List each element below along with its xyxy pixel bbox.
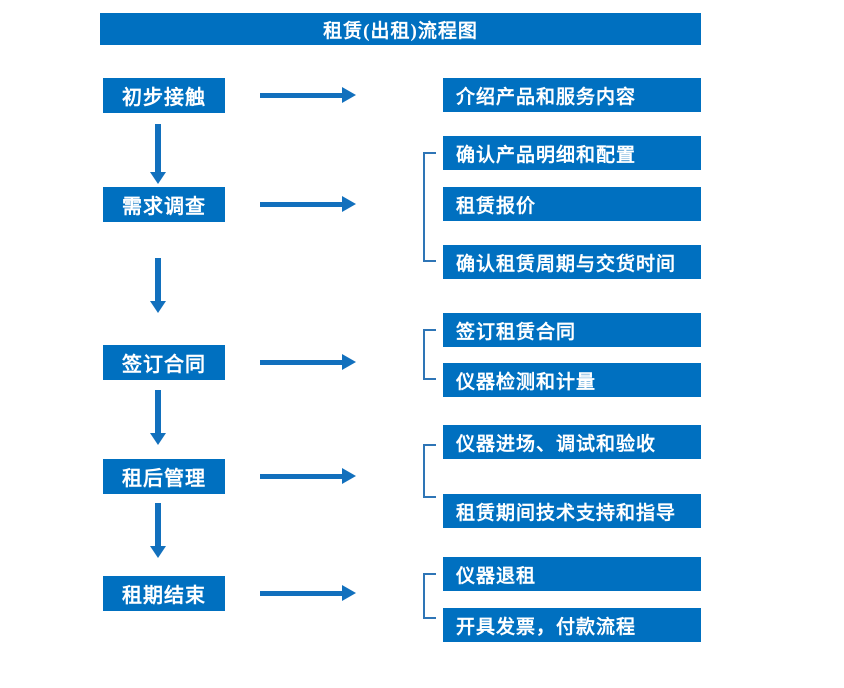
group-bracket-sign-contract [423, 329, 436, 380]
right-arrow-shaft [260, 474, 342, 479]
down-arrow-shaft [155, 124, 161, 172]
step-box-sign-contract: 签订合同 [103, 345, 225, 380]
group-bracket-post-rental [423, 444, 436, 498]
group-bracket-lease-end [423, 573, 436, 619]
down-arrow-shaft [155, 390, 161, 433]
right-arrow-shaft [260, 202, 342, 207]
detail-box-intro-products: 介绍产品和服务内容 [443, 78, 701, 112]
down-arrow-icon [150, 546, 166, 558]
detail-box-instrument-return: 仪器退租 [443, 557, 701, 591]
right-arrow-icon [342, 468, 356, 484]
right-arrow-shaft [260, 93, 342, 98]
step-box-demand-survey: 需求调查 [103, 187, 225, 222]
step-box-post-rental-mgmt: 租后管理 [103, 459, 225, 494]
down-arrow-icon [150, 172, 166, 184]
down-arrow-shaft [155, 503, 161, 546]
right-arrow-icon [342, 585, 356, 601]
detail-box-confirm-config: 确认产品明细和配置 [443, 136, 701, 170]
down-arrow-icon [150, 301, 166, 313]
detail-box-invoice-payment: 开具发票，付款流程 [443, 608, 701, 642]
detail-box-instrument-testing: 仪器检测和计量 [443, 363, 701, 397]
right-arrow-icon [342, 87, 356, 103]
detail-box-sign-rental-contract: 签订租赁合同 [443, 313, 701, 347]
down-arrow-shaft [155, 258, 161, 301]
flowchart-title: 租赁(出租)流程图 [323, 20, 478, 42]
right-arrow-icon [342, 196, 356, 212]
detail-box-rental-quote: 租赁报价 [443, 187, 701, 221]
step-box-initial-contact: 初步接触 [103, 78, 225, 113]
detail-box-confirm-period: 确认租赁周期与交货时间 [443, 245, 701, 279]
group-bracket-demand-survey [423, 152, 436, 262]
down-arrow-icon [150, 433, 166, 445]
right-arrow-shaft [260, 360, 342, 365]
detail-box-instrument-entry: 仪器进场、调试和验收 [443, 425, 701, 459]
right-arrow-shaft [260, 591, 342, 596]
flowchart-title-bar: 租赁(出租)流程图 [100, 13, 701, 45]
step-box-lease-end: 租期结束 [103, 576, 225, 611]
detail-box-tech-support: 租赁期间技术支持和指导 [443, 494, 701, 528]
right-arrow-icon [342, 354, 356, 370]
